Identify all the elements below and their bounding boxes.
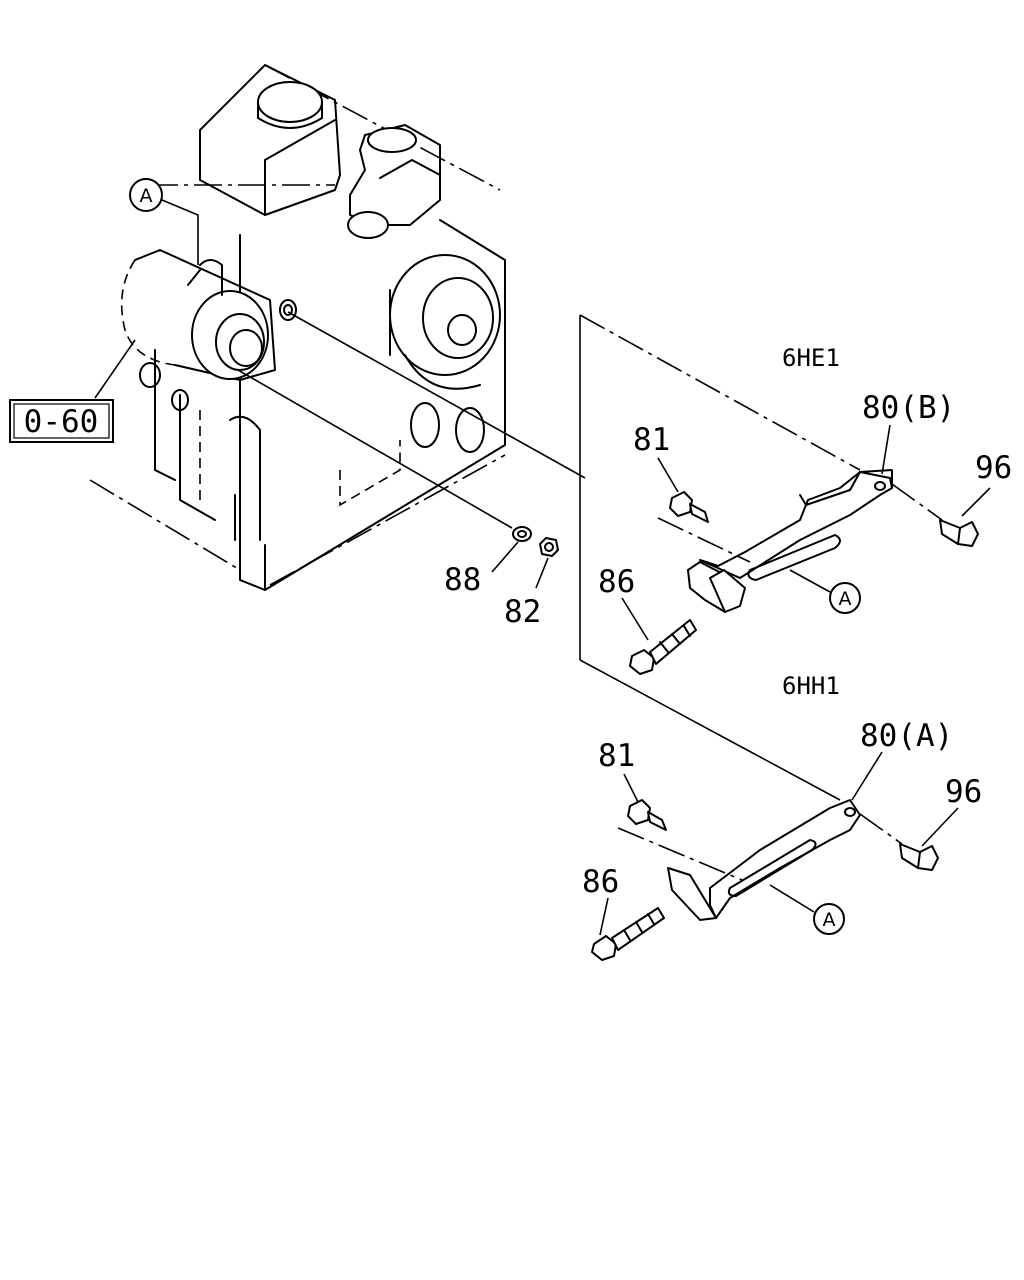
bracket-label-upper: 80(B) xyxy=(862,390,955,426)
bracket-80a xyxy=(709,799,861,919)
upper-bracket-group: 6HE1 80(B) 81 96 86 A xyxy=(579,314,1012,801)
label-96-upper: 96 xyxy=(975,450,1012,486)
label-96-lower: 96 xyxy=(945,774,982,810)
circle-a-lower: A xyxy=(823,909,836,931)
oil-cap xyxy=(257,81,323,123)
label-81-lower: 81 xyxy=(598,738,635,774)
alternator xyxy=(120,249,276,381)
engine-block xyxy=(89,64,506,591)
bracket-80b xyxy=(699,471,893,579)
circle-a-upper: A xyxy=(839,588,852,610)
label-86-upper: 86 xyxy=(598,564,635,600)
nut-82 xyxy=(539,537,559,557)
label-82: 82 xyxy=(504,594,541,630)
label-81-upper: 81 xyxy=(633,422,670,458)
model-label-upper: 6HE1 xyxy=(782,344,840,372)
bracket-label-lower: 80(A) xyxy=(860,718,953,754)
ref-box-label: 0-60 xyxy=(24,404,99,440)
lower-bracket-group: 6HH1 80(A) 81 96 86 A xyxy=(582,672,982,961)
washer-88 xyxy=(512,526,532,542)
label-88: 88 xyxy=(444,562,481,598)
circle-a-top: A xyxy=(140,185,153,207)
reference-callouts: 0-60 A 88 82 xyxy=(9,178,586,630)
pulley xyxy=(389,254,501,390)
model-label-lower: 6HH1 xyxy=(782,672,840,700)
label-86-lower: 86 xyxy=(582,864,619,900)
